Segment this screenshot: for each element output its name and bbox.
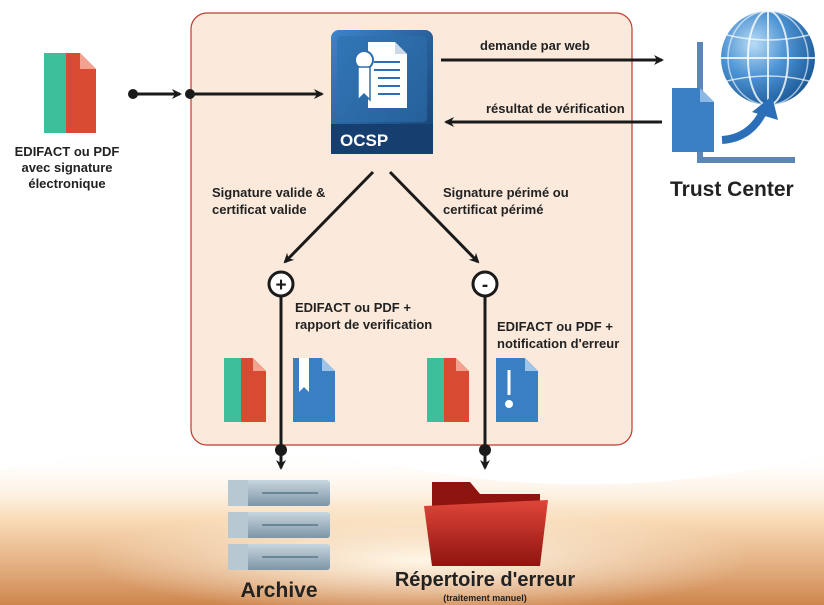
source-document-icon bbox=[44, 53, 96, 133]
valid-output-label: EDIFACT ou PDF + rapport de verification bbox=[295, 299, 432, 333]
valid-condition-line-1: Signature valide & bbox=[212, 185, 326, 200]
source-label-line-2: avec signature bbox=[21, 160, 113, 175]
source-document-label: EDIFACT ou PDF avec signature électroniq… bbox=[0, 144, 134, 192]
error-folder-label: Répertoire d'erreur bbox=[394, 569, 576, 591]
valid-report-icon bbox=[293, 358, 335, 422]
request-label: demande par web bbox=[480, 38, 590, 53]
invalid-node-symbol: - bbox=[482, 275, 488, 296]
invalid-output-label: EDIFACT ou PDF + notification d'erreur bbox=[497, 318, 619, 352]
valid-document-icon bbox=[224, 358, 266, 422]
valid-branch-arrow bbox=[283, 170, 375, 264]
valid-condition-line-2: certificat valide bbox=[212, 202, 307, 217]
archive-icon bbox=[228, 480, 330, 570]
invalid-branch-arrow bbox=[388, 170, 480, 264]
archive-label: Archive bbox=[240, 579, 318, 602]
invalid-document-icon bbox=[427, 358, 469, 422]
valid-node-symbol: + bbox=[275, 275, 286, 296]
valid-output-line-2: rapport de verification bbox=[295, 317, 433, 332]
valid-condition-label: Signature valide & certificat valide bbox=[212, 184, 325, 218]
error-folder-sublabel: (traitement manuel) bbox=[443, 593, 527, 603]
folder-icon bbox=[424, 482, 548, 566]
error-notification-icon bbox=[496, 358, 538, 422]
invalid-output-line-2: notification d'erreur bbox=[497, 336, 620, 351]
invalid-output-line-1: EDIFACT ou PDF + bbox=[497, 319, 613, 334]
ocsp-label: OCSP bbox=[340, 131, 388, 150]
invalid-condition-line-2: certificat périmé bbox=[443, 202, 544, 217]
trust-center-icon bbox=[672, 10, 815, 163]
valid-output-line-1: EDIFACT ou PDF + bbox=[295, 300, 411, 315]
ocsp-icon bbox=[331, 30, 433, 154]
invalid-condition-label: Signature périmé ou certificat périmé bbox=[443, 184, 569, 218]
result-label: résultat de vérification bbox=[486, 101, 625, 116]
source-label-line-1: EDIFACT ou PDF bbox=[14, 144, 120, 159]
source-connector bbox=[128, 89, 324, 99]
invalid-condition-line-1: Signature périmé ou bbox=[443, 185, 569, 200]
trust-center-label: Trust Center bbox=[670, 178, 794, 201]
source-label-line-3: électronique bbox=[28, 176, 106, 191]
